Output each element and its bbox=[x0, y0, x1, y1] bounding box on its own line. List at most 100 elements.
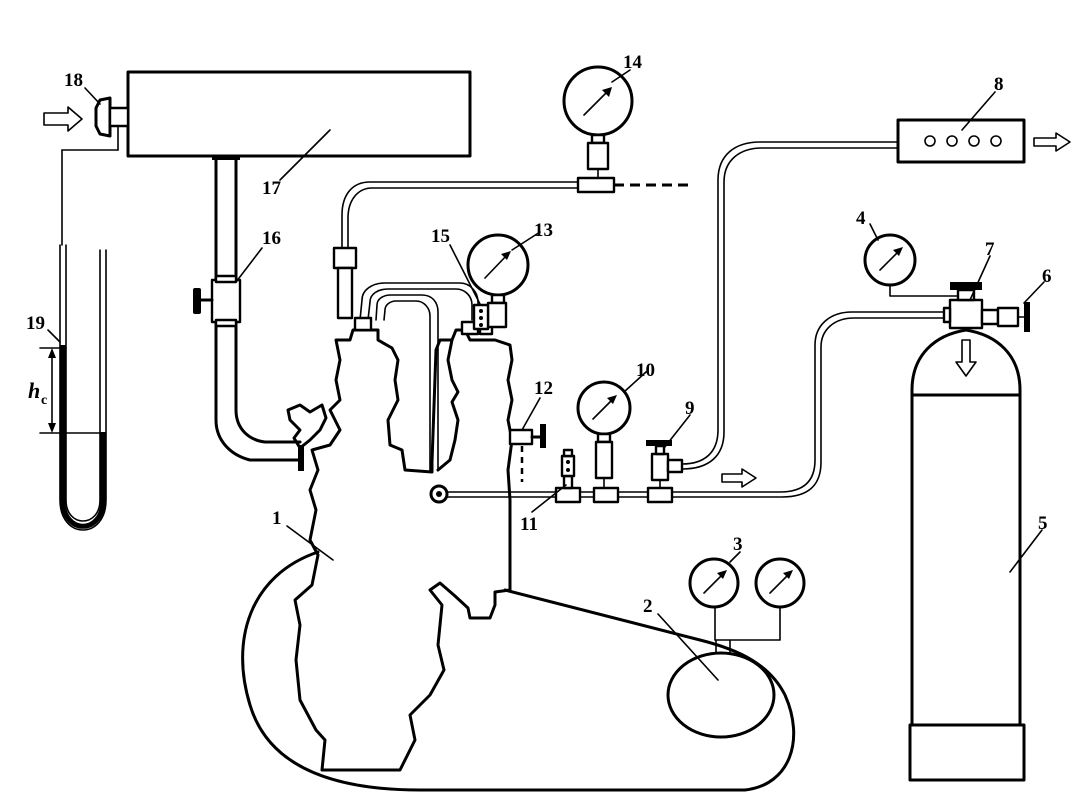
valve-6-stem bbox=[996, 306, 1020, 328]
cylinder-line-2 bbox=[671, 317, 949, 498]
air-box bbox=[126, 70, 472, 158]
leader-3 bbox=[729, 551, 741, 563]
leader-12 bbox=[521, 397, 541, 431]
hc-arrow-bottom bbox=[48, 423, 56, 433]
gauge-10-needle-tip bbox=[607, 395, 617, 404]
hc-label: h bbox=[28, 378, 40, 403]
sensor-15-dot-b bbox=[479, 316, 483, 320]
label-5: 5 bbox=[1038, 513, 1048, 534]
leader-14 bbox=[611, 69, 631, 83]
intake-pipe-outer bbox=[214, 158, 302, 462]
label-12: 12 bbox=[534, 378, 553, 399]
analyzer-port-1 bbox=[924, 135, 936, 147]
gauge-4-needle-tip bbox=[893, 247, 903, 256]
valve-12-handle bbox=[540, 424, 546, 448]
gauge-3b-needle-tip bbox=[783, 570, 793, 579]
inlet-nozzle bbox=[94, 96, 112, 138]
valve-6-handle bbox=[1024, 302, 1030, 332]
leader-11 bbox=[531, 484, 567, 513]
valve-9-handle-post bbox=[654, 444, 666, 456]
inlet-nozzle-neck bbox=[108, 106, 130, 128]
gauge-13-needle-tip bbox=[501, 251, 511, 260]
injector-lines-4 bbox=[383, 300, 431, 471]
label-4: 4 bbox=[856, 208, 866, 229]
leader-17 bbox=[279, 129, 331, 181]
sensor-15-dot-a bbox=[479, 309, 483, 313]
gas-cylinder bbox=[910, 328, 1022, 727]
throttle-valve-top bbox=[214, 274, 238, 284]
drive-belt bbox=[241, 550, 796, 792]
valve-11-sensor bbox=[560, 454, 576, 478]
valve-12-body bbox=[508, 428, 534, 446]
label-18: 18 bbox=[64, 70, 83, 91]
valve-9-body bbox=[650, 452, 670, 482]
intake-pipe-inner bbox=[234, 158, 302, 444]
label-6: 6 bbox=[1042, 266, 1052, 287]
gauge-3a-needle-tip bbox=[717, 570, 727, 579]
gauge-3a-dial bbox=[688, 557, 740, 609]
gauge-10-tee bbox=[592, 486, 620, 504]
gauge-13-needle bbox=[484, 253, 509, 279]
cylinder-valve-7 bbox=[948, 298, 984, 330]
analyzer-port-2 bbox=[946, 135, 958, 147]
intake-flange bbox=[286, 403, 328, 450]
label-19: 19 bbox=[26, 313, 45, 334]
label-15: 15 bbox=[431, 226, 450, 247]
gauge-10-damper bbox=[594, 440, 614, 480]
label-17: 17 bbox=[262, 178, 282, 199]
sample-port bbox=[429, 484, 449, 504]
airbox-outlet-flange bbox=[212, 155, 240, 160]
label-13: 13 bbox=[534, 220, 553, 241]
label-8: 8 bbox=[994, 74, 1004, 95]
line-14-tube-2 bbox=[347, 187, 579, 249]
valve-11-cap bbox=[562, 448, 574, 458]
label-14: 14 bbox=[623, 52, 643, 73]
label-10: 10 bbox=[636, 360, 655, 381]
leader-15 bbox=[449, 244, 481, 305]
leader-18 bbox=[84, 87, 101, 105]
analyzer-port-4 bbox=[990, 135, 1002, 147]
label-16: 16 bbox=[262, 228, 281, 249]
label-1: 1 bbox=[272, 508, 282, 529]
hc-subscript: c bbox=[41, 393, 47, 408]
line-14-tube bbox=[341, 181, 579, 249]
flow-arrow bbox=[721, 468, 757, 488]
leader-5 bbox=[1009, 529, 1043, 573]
leader-9 bbox=[663, 414, 691, 449]
throttle-valve-bottom bbox=[214, 318, 238, 328]
cylinder-head bbox=[436, 338, 460, 472]
intake-pipe-flange bbox=[298, 445, 304, 471]
valve-9-tee bbox=[646, 486, 674, 504]
leader-6 bbox=[1023, 281, 1045, 304]
u-tube-outer bbox=[59, 244, 107, 531]
label-3: 3 bbox=[733, 534, 743, 555]
dyno-gauge-lines bbox=[714, 607, 781, 654]
leader-8 bbox=[961, 91, 996, 131]
throttle-valve-body bbox=[210, 278, 242, 324]
valve-9-outlet bbox=[666, 458, 684, 474]
leader-1 bbox=[286, 525, 334, 561]
dynamometer bbox=[666, 651, 776, 739]
analyzer-port-3 bbox=[968, 135, 980, 147]
hc-arrow-top bbox=[48, 348, 56, 358]
gauge-3b-dial bbox=[754, 557, 806, 609]
label-9: 9 bbox=[685, 398, 695, 419]
u-tube-inner bbox=[65, 244, 101, 522]
gauge-14-tee bbox=[576, 176, 616, 194]
gauge-13-damper bbox=[486, 301, 508, 329]
label-11: 11 bbox=[520, 514, 538, 535]
line-14-connector bbox=[336, 266, 354, 320]
leader-13 bbox=[511, 231, 541, 251]
analyzer-line-2 bbox=[681, 147, 899, 470]
inlet-arrow bbox=[43, 106, 83, 132]
engine-block bbox=[293, 328, 514, 772]
head-fitting-left bbox=[353, 316, 373, 332]
valve-9-handle bbox=[646, 440, 672, 446]
cylinder-base bbox=[908, 723, 1026, 782]
leader-2 bbox=[657, 613, 719, 681]
valve-6-body bbox=[980, 308, 1000, 326]
leader-4 bbox=[869, 223, 879, 241]
label-2: 2 bbox=[643, 596, 653, 617]
cylinder-line bbox=[671, 311, 949, 493]
